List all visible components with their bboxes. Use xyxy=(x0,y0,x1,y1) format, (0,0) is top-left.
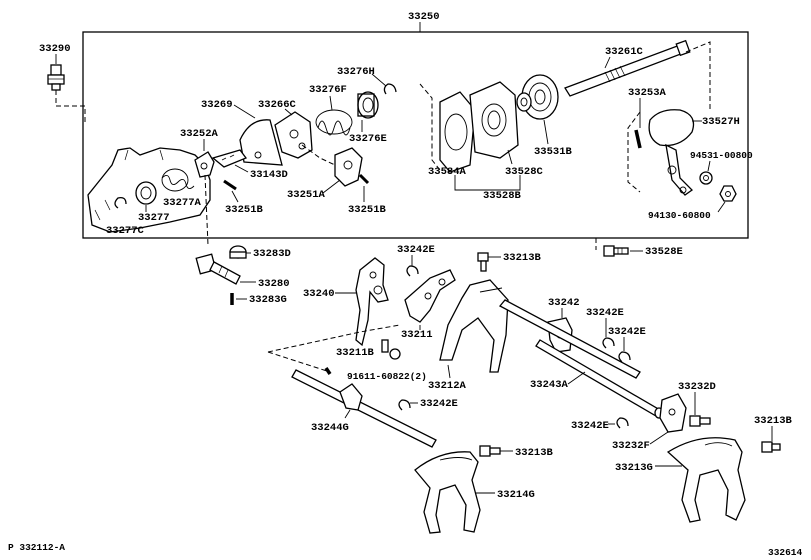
part-94130-bolt[interactable] xyxy=(719,185,737,202)
part-33276E-plug[interactable] xyxy=(357,91,379,119)
label-33211[interactable]: 33211 xyxy=(401,329,433,341)
part-33269-plate[interactable] xyxy=(239,119,283,166)
part-94531-nut[interactable] xyxy=(699,171,713,185)
label-33213B-3[interactable]: 33213B xyxy=(754,415,793,427)
part-33290-switch[interactable] xyxy=(47,64,65,91)
label-33213G[interactable]: 33213G xyxy=(615,462,653,474)
label-33242[interactable]: 33242 xyxy=(548,297,580,309)
part-33213G-fork[interactable] xyxy=(666,437,746,523)
assembly-label: 33250 xyxy=(408,11,440,23)
part-33143D-bracket[interactable] xyxy=(211,149,248,168)
footer-page: 332614 xyxy=(768,547,803,558)
part-33211-lever[interactable] xyxy=(404,269,456,323)
part-33214G-fork[interactable] xyxy=(414,451,481,534)
part-33277-cap[interactable] xyxy=(135,181,157,205)
part-33527H-lever[interactable] xyxy=(648,109,695,196)
part-33528-washer[interactable] xyxy=(516,92,532,112)
part-upper-rail[interactable] xyxy=(498,299,641,379)
label-33214G[interactable]: 33214G xyxy=(497,489,535,501)
label-33240[interactable]: 33240 xyxy=(303,288,335,300)
label-33266C[interactable]: 33266C xyxy=(258,99,297,111)
label-94130-60800[interactable]: 94130-60800 xyxy=(648,210,711,221)
part-33276F-spring[interactable] xyxy=(315,109,353,136)
label-33232F[interactable]: 33232F xyxy=(612,440,650,452)
label-33277[interactable]: 33277 xyxy=(138,212,170,224)
label-33243A[interactable]: 33243A xyxy=(530,379,569,391)
part-33528E-bolt[interactable] xyxy=(603,245,629,257)
label-33232D[interactable]: 33232D xyxy=(678,381,716,393)
part-91611-bolt[interactable] xyxy=(381,339,401,360)
label-33276F[interactable]: 33276F xyxy=(309,84,347,96)
label-33528C[interactable]: 33528C xyxy=(505,166,544,178)
label-33528B[interactable]: 33528B xyxy=(483,190,522,202)
part-33232D-bolt[interactable] xyxy=(689,415,711,427)
label-33251B-2[interactable]: 33251B xyxy=(348,204,387,216)
label-33277A[interactable]: 33277A xyxy=(163,197,202,209)
label-33527H[interactable]: 33527H xyxy=(702,116,740,128)
label-33269[interactable]: 33269 xyxy=(201,99,233,111)
label-33531B[interactable]: 33531B xyxy=(534,146,573,158)
part-33277C-ring[interactable] xyxy=(114,196,127,209)
label-33242E-4[interactable]: 33242E xyxy=(571,420,609,432)
label-33528E[interactable]: 33528E xyxy=(645,246,683,258)
label-33280[interactable]: 33280 xyxy=(258,278,290,290)
part-33277A-spring[interactable] xyxy=(161,168,195,192)
part-33213B-bolt-1[interactable] xyxy=(477,252,489,272)
part-33213B-bolt-2[interactable] xyxy=(479,445,501,457)
assembly-boundary-box xyxy=(82,31,749,239)
label-33251B-1[interactable]: 33251B xyxy=(225,204,264,216)
label-33213B-1[interactable]: 33213B xyxy=(503,252,542,264)
label-33211B[interactable]: 33211B xyxy=(336,347,375,359)
part-33266C-lever[interactable] xyxy=(274,111,313,159)
label-33244G[interactable]: 33244G xyxy=(311,422,349,434)
label-33251A[interactable]: 33251A xyxy=(287,189,326,201)
label-33584A[interactable]: 33584A xyxy=(428,166,467,178)
label-33277C[interactable]: 33277C xyxy=(106,225,145,237)
label-33213B-2[interactable]: 33213B xyxy=(515,447,554,459)
part-33244G-rail[interactable] xyxy=(291,369,437,448)
part-33251A-block[interactable] xyxy=(334,147,363,187)
label-33261C[interactable]: 33261C xyxy=(605,46,644,58)
label-33253A[interactable]: 33253A xyxy=(628,87,667,99)
label-33242E-3[interactable]: 33242E xyxy=(608,326,646,338)
label-33276E[interactable]: 33276E xyxy=(349,133,387,145)
part-33276H-ring[interactable] xyxy=(383,83,397,95)
part-33213B-bolt-3[interactable] xyxy=(761,441,781,453)
part-33584A-cover[interactable] xyxy=(439,91,476,173)
part-33212A-fork[interactable] xyxy=(439,279,509,373)
part-33242E-clip-1[interactable] xyxy=(406,265,419,277)
part-33242E-clip-3[interactable] xyxy=(618,351,631,363)
part-33242E-clip-4[interactable] xyxy=(616,417,629,429)
label-33242E-1[interactable]: 33242E xyxy=(397,244,435,256)
part-33232F-head[interactable] xyxy=(659,393,687,433)
label-33242E-2[interactable]: 33242E xyxy=(586,307,624,319)
label-33290[interactable]: 33290 xyxy=(39,43,71,55)
label-33283D[interactable]: 33283D xyxy=(253,248,291,260)
label-91611-60822[interactable]: 91611-60822(2) xyxy=(347,371,427,382)
label-94531-00800[interactable]: 94531-00800 xyxy=(690,150,753,161)
part-33240-lever[interactable] xyxy=(355,257,389,347)
part-33252A-clip[interactable] xyxy=(194,151,215,178)
part-33283D-plug[interactable] xyxy=(229,245,247,259)
label-33242E-5[interactable]: 33242E xyxy=(420,398,458,410)
part-33280-sensor[interactable] xyxy=(195,253,241,285)
part-33531B-seal[interactable] xyxy=(521,74,559,120)
footer-code: P 332112-A xyxy=(8,542,65,553)
part-33242E-clip-2[interactable] xyxy=(602,337,615,349)
part-33528C-housing[interactable] xyxy=(469,81,519,159)
label-33252A[interactable]: 33252A xyxy=(180,128,219,140)
label-33276H[interactable]: 33276H xyxy=(337,66,375,78)
label-33283G[interactable]: 33283G xyxy=(249,294,287,306)
label-33212A[interactable]: 33212A xyxy=(428,380,467,392)
label-33143D[interactable]: 33143D xyxy=(250,169,288,181)
part-33242E-clip-5[interactable] xyxy=(398,399,411,411)
